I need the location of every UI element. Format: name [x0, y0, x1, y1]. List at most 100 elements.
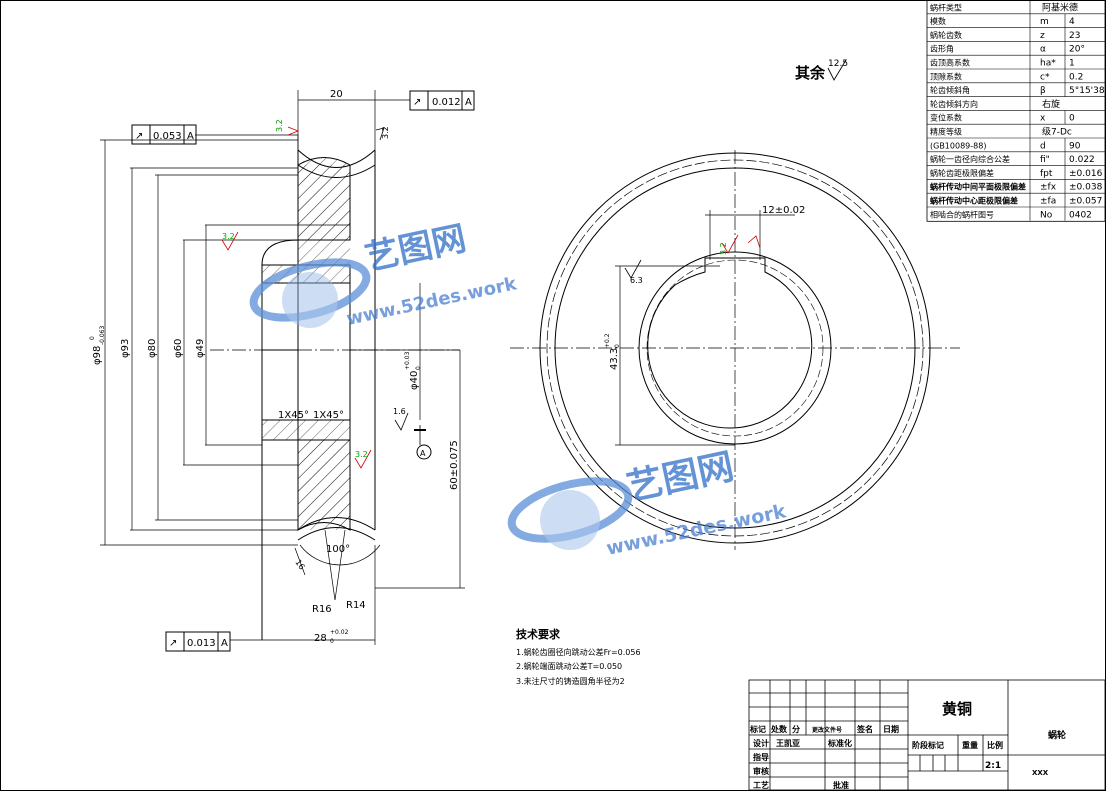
- dim-dia-40-tol2: 0: [415, 366, 422, 370]
- left-section-view: [100, 90, 465, 645]
- tb-scale: 2:1: [985, 761, 1001, 771]
- gtol-bottom-value: 0.013: [187, 638, 216, 649]
- right-view-labels: 12±0.02 3.2 6.3 43.3 +0.2 0: [604, 205, 805, 370]
- param-symbol: β: [1040, 86, 1046, 96]
- tb-hdr-count: 处数: [770, 724, 788, 734]
- roughness-other-label: 其余: [795, 64, 826, 82]
- gtol-left-datum: A: [187, 131, 194, 142]
- param-name: (GB10089-88): [930, 141, 986, 150]
- right-end-view: [510, 150, 960, 550]
- param-name: 轮齿倾斜角: [930, 85, 970, 95]
- gtol-bottom-datum: A: [221, 638, 228, 649]
- gtol-left: ↗ 0.053 A: [131, 124, 197, 145]
- radius-16: R16: [312, 604, 332, 615]
- param-name: 蜗轮齿距极限偏差: [930, 168, 994, 178]
- param-symbol: α: [1040, 45, 1046, 55]
- dim-dia-49: φ49: [195, 339, 206, 358]
- param-name: 顶隙系数: [930, 71, 962, 81]
- watermark-2-brand: 艺图网: [623, 446, 737, 509]
- tb-review: 审核: [753, 766, 769, 776]
- param-name: 相啮合的蜗杆图号: [930, 209, 994, 219]
- tb-material: 黄铜: [942, 700, 972, 718]
- param-symbol: ±fa: [1040, 197, 1056, 207]
- key-depth-tol: +0.2: [604, 333, 611, 348]
- radius-14: R14: [346, 600, 366, 611]
- dim-60: 60±0.075: [449, 440, 460, 490]
- dim-dia-98-tol2: 0: [89, 336, 96, 340]
- param-value: 90: [1069, 141, 1081, 151]
- param-name: 蜗杆传动中心距极限偏差: [930, 196, 1018, 206]
- tb-designer: 王凯亚: [776, 738, 800, 748]
- tech-req-item-1: 1.蜗轮齿圈径向跳动公差Fr=0.056: [516, 647, 641, 657]
- param-value: 0.022: [1069, 155, 1095, 165]
- tb-code: XXX: [1032, 769, 1049, 777]
- tb-weight: 重量: [962, 740, 978, 750]
- gtol-bottom: ↗ 0.013 A: [165, 631, 231, 652]
- tb-hdr-zone: 分: [792, 724, 800, 734]
- watermark-1-brand: 艺图网: [362, 218, 470, 278]
- tb-part-name: 蜗轮: [1048, 729, 1066, 741]
- param-value: 5°15'38": [1069, 86, 1106, 96]
- param-name: 蜗杆类型: [930, 2, 962, 12]
- tech-req-title: 技术要求: [516, 627, 561, 641]
- gtol-top-datum: A: [465, 97, 472, 108]
- param-table-frame: [926, 0, 1106, 222]
- param-name: 精度等级: [930, 127, 962, 137]
- dim-dia-60: φ60: [173, 339, 184, 358]
- param-symbol: x: [1040, 114, 1046, 124]
- roughness-other-note: 其余 12.5: [795, 59, 848, 82]
- tb-design: 设计: [753, 738, 769, 748]
- gtol-bottom-symbol: ↗: [169, 638, 177, 649]
- dim-28-tol2: 0: [330, 638, 334, 645]
- tb-hdr-docno: 更改文件号: [812, 726, 842, 734]
- dim-16-small: 16: [293, 558, 306, 572]
- param-symbol: fpt: [1040, 169, 1053, 179]
- tech-req-item-3: 3.未注尺寸的铸造圆角半径为2: [516, 676, 625, 686]
- param-value: 0402: [1069, 210, 1092, 220]
- tb-check: 指导: [753, 752, 769, 762]
- param-value: 23: [1069, 31, 1080, 41]
- param-symbol: No: [1040, 210, 1053, 220]
- tb-hdr-sign: 签名: [856, 724, 873, 734]
- param-symbol: d: [1040, 141, 1046, 151]
- param-name: 齿形角: [930, 44, 954, 54]
- roughness-3-2-lower: 3.2: [355, 450, 368, 459]
- dim-top-width: 20: [330, 89, 343, 100]
- param-value: 20°: [1069, 45, 1085, 55]
- dim-dia-98: φ98: [92, 346, 103, 365]
- watermark-1: 艺图网 www.52des.work: [249, 218, 519, 330]
- tb-hdr-mark: 标记: [749, 724, 766, 734]
- param-name: 变位系数: [930, 113, 962, 123]
- gtol-top-symbol: ↗: [413, 97, 421, 108]
- param-value: ±0.038: [1069, 183, 1103, 193]
- param-symbol: c*: [1040, 72, 1050, 82]
- param-name: 蜗轮一齿径向综合公差: [930, 154, 1010, 164]
- param-symbol: z: [1040, 31, 1045, 41]
- roughness-other-value: 12.5: [828, 59, 848, 69]
- tb-approve: 批准: [833, 780, 849, 790]
- key-width: 12±0.02: [762, 205, 805, 216]
- tb-stage-mark: 阶段标记: [912, 740, 944, 750]
- param-symbol: m: [1040, 17, 1049, 27]
- datum-a-label: A: [420, 449, 426, 458]
- roughness-3-2-top: 3.2: [275, 119, 284, 132]
- param-value: 0.2: [1069, 72, 1083, 82]
- roughness-3-2-hub: 3.2: [222, 232, 235, 241]
- watermark-2-url: www.52des.work: [604, 500, 788, 560]
- key-depth: 43.3: [609, 348, 620, 370]
- angle-100: 100°: [326, 544, 350, 555]
- roughness-1-6: 1.6: [393, 407, 406, 416]
- chamfer-right: 1X45°: [313, 410, 344, 421]
- tb-process: 工艺: [753, 780, 769, 790]
- dim-28: 28: [314, 633, 327, 644]
- chamfer-left: 1X45°: [278, 410, 309, 421]
- param-value: 级7-Dc: [1042, 126, 1072, 138]
- tb-hdr-date: 日期: [883, 724, 899, 734]
- param-symbol: ha*: [1040, 59, 1056, 69]
- param-symbol: ±fx: [1040, 183, 1057, 193]
- param-value: 1: [1069, 59, 1075, 69]
- gtol-top-value: 0.012: [432, 97, 461, 108]
- bore-roughness-6-3: 6.3: [630, 276, 643, 285]
- param-symbol: fi": [1040, 155, 1050, 165]
- param-value: ±0.057: [1069, 197, 1102, 207]
